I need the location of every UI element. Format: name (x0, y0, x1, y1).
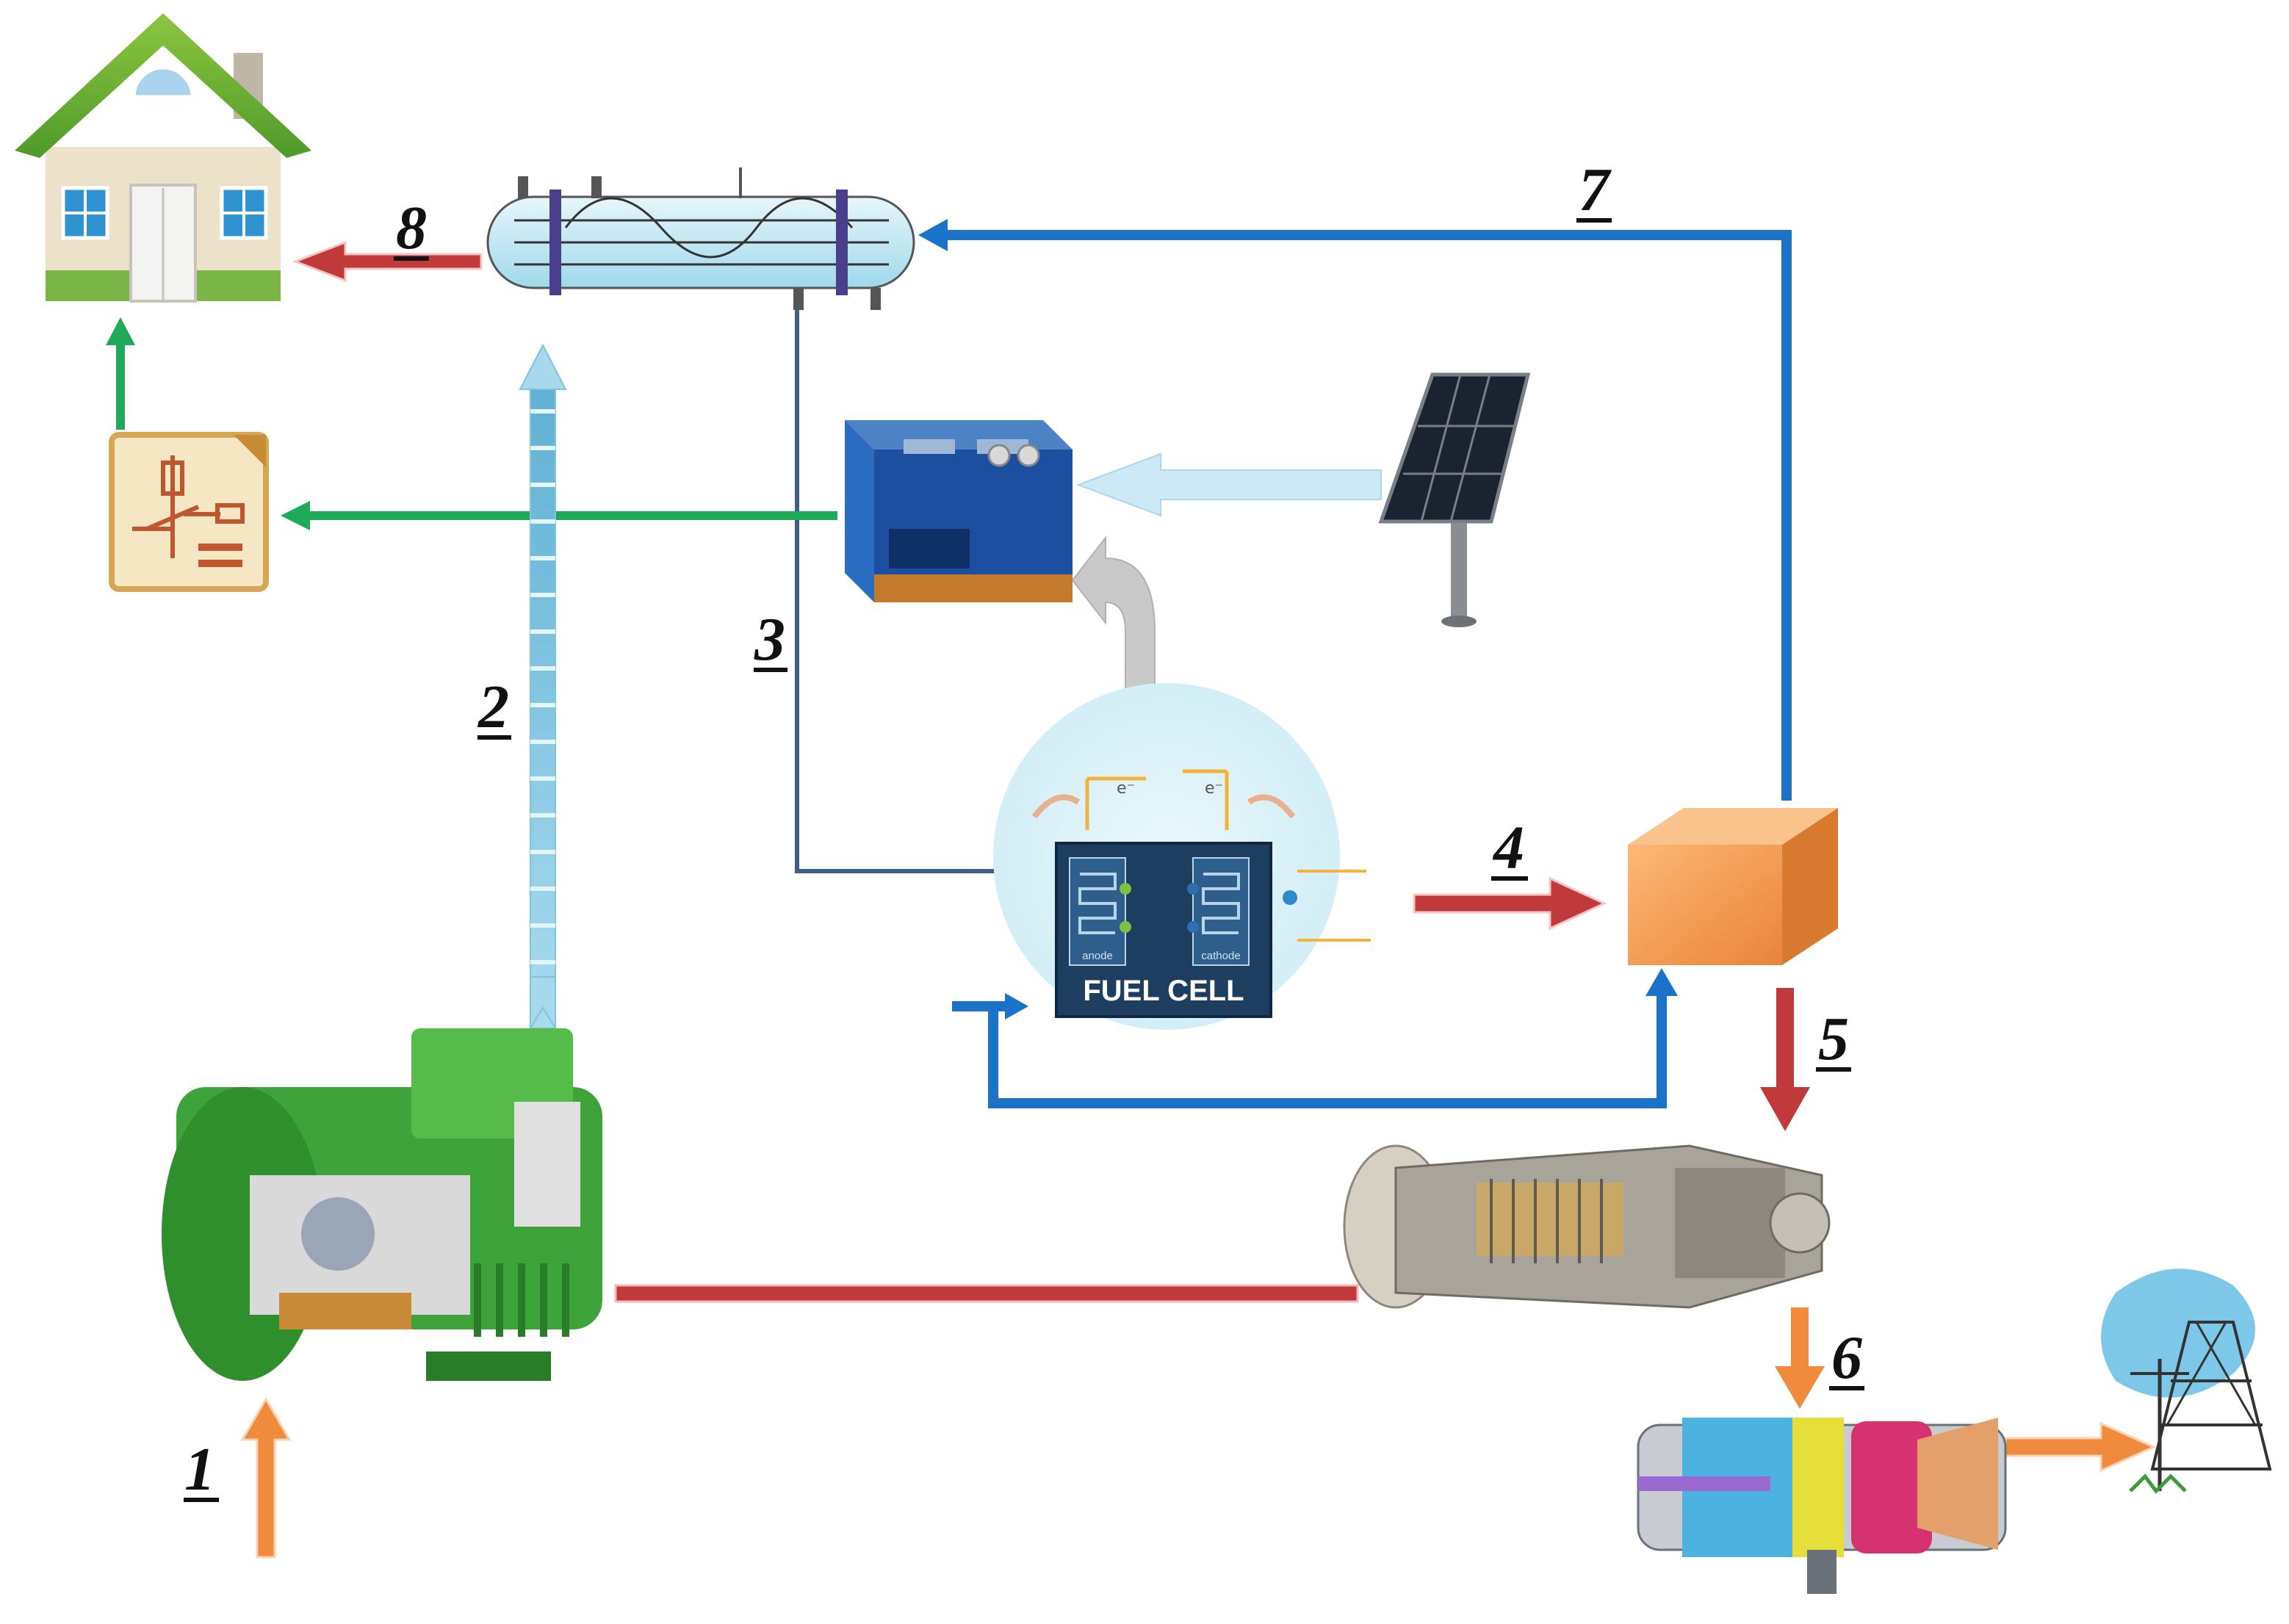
stream-6-arrow (1775, 1307, 1825, 1409)
stream-label-2: 2 (477, 673, 509, 741)
gas-turbine-icon (1343, 1144, 1831, 1309)
stream-2-tail (530, 976, 556, 1031)
electron-label-left: e⁻ (1117, 779, 1135, 798)
stream-label-4: 4 (1492, 814, 1524, 882)
stream-5-arrow (1760, 988, 1810, 1131)
loop-arrowhead-right (1005, 993, 1028, 1019)
battery-icon (845, 420, 1073, 602)
stream-label-8: 8 (396, 194, 427, 262)
battery-to-control-arrowhead (281, 501, 310, 530)
fuel-cell-to-battery-arrow (1071, 535, 1156, 699)
anode-label: anode (1082, 950, 1113, 962)
generator-icon (1637, 1418, 2007, 1594)
loop-arrowhead-up (1645, 968, 1678, 996)
stream-1-arrow (240, 1397, 292, 1559)
fuel-cell-module (993, 683, 1371, 1030)
cathode-label: cathode (1201, 950, 1240, 962)
stream-label-1: 1 (184, 1435, 215, 1504)
stream-label-5: 5 (1818, 1005, 1849, 1073)
orange-box (1628, 808, 1838, 965)
stream-7-line (931, 230, 1792, 801)
heat-exchanger-icon (486, 167, 915, 310)
stream-8-arrow (292, 240, 483, 283)
stream-7-arrowhead (918, 219, 948, 251)
generator-to-grid-arrow (2004, 1421, 2157, 1473)
stream-label-6: 6 (1831, 1324, 1862, 1392)
solar-panel-icon (1378, 372, 1531, 627)
stream-label-7: 7 (1579, 156, 1612, 224)
control-to-house-arrowhead (106, 317, 135, 345)
stream-4-arrow (1413, 876, 1607, 931)
electrical-control-icon (109, 432, 269, 592)
power-grid-icon (2101, 1268, 2272, 1494)
shaft-line (614, 1284, 1359, 1303)
stream-3-line (795, 292, 1047, 873)
stream-label-3: 3 (754, 605, 785, 674)
solar-to-battery-arrow (1076, 452, 1382, 517)
electron-label-right: e⁻ (1205, 779, 1223, 798)
stream-2-arrowhead (519, 343, 567, 390)
fuel-cell-title: FUEL CELL (1083, 975, 1244, 1007)
house-icon (15, 13, 311, 303)
compressor-icon (162, 1028, 602, 1381)
